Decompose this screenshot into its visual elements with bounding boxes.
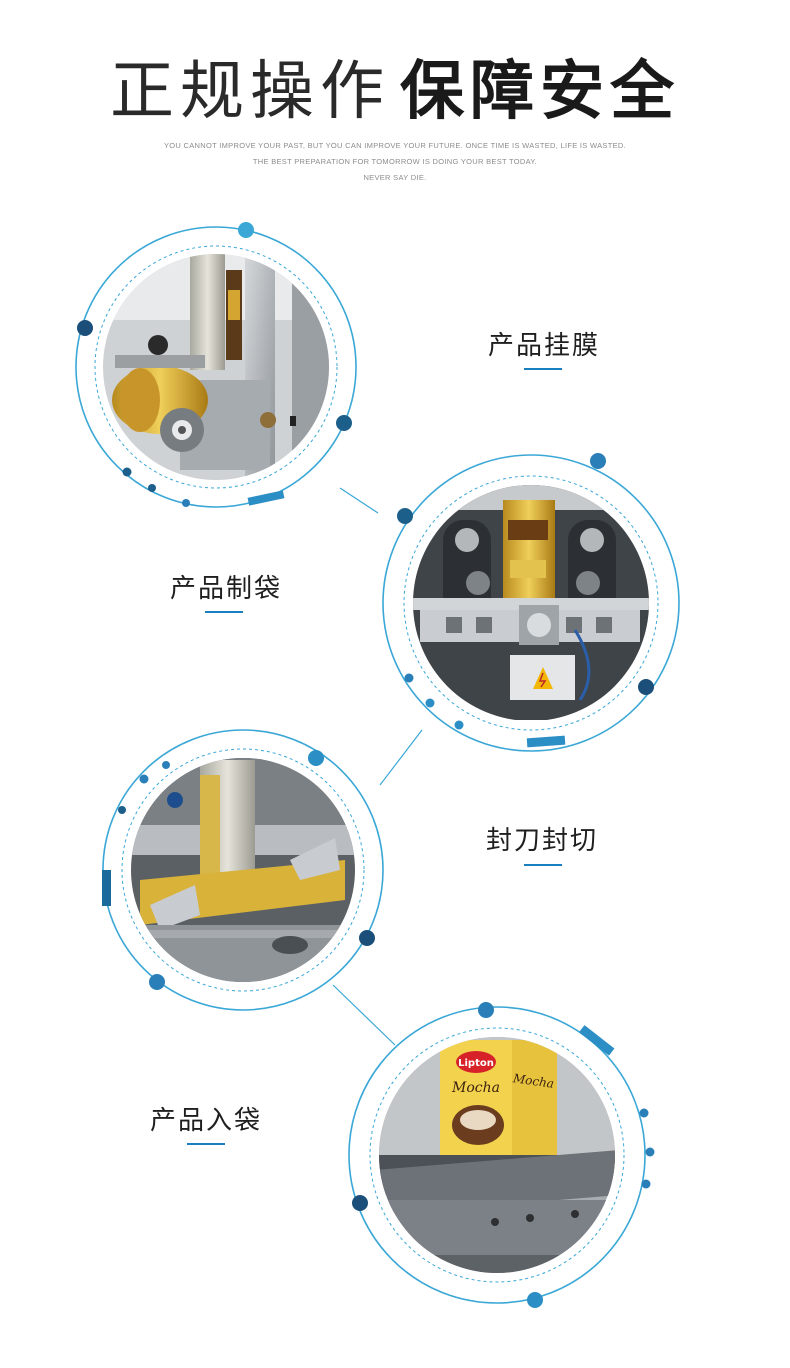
step-3-label: 封刀封切 [486,826,599,856]
step-3-underline [524,864,562,866]
step-3-ring [102,729,384,1011]
subtitle-line-1: YOU CANNOT IMPROVE YOUR PAST, BUT YOU CA… [164,141,626,150]
step-1-ring [75,222,357,508]
subtitle-line-2: THE BEST PREPARATION FOR TOMORROW IS DOI… [252,157,538,166]
page-title: 正规操作保障安全 [0,52,790,132]
step-1-underline [524,368,562,370]
step-2-ring [382,453,680,752]
connector-line [339,487,379,514]
connector-line [379,729,423,786]
step-4-label: 产品入袋 [150,1106,263,1136]
subtitle-line-3: NEVER SAY DIE. [363,173,427,182]
seal-cutter-photo [131,758,355,982]
title-light-part: 正规操作 [110,55,390,129]
title-bold-part: 保障安全 [400,55,680,129]
product-text: Mocha [451,1080,500,1096]
step-2-underline [205,611,243,613]
step-1-label: 产品挂膜 [488,331,601,361]
step-4-ring [348,1002,655,1308]
product-text-2: Mocha [511,1071,555,1091]
step-4-underline [187,1143,225,1145]
connector-line [332,984,396,1046]
bag-forming-photo [413,485,649,720]
film-roll-photo [103,254,329,480]
step-2-label: 产品制袋 [170,574,283,604]
bagging-photo: Lipton Mocha Mocha [379,1037,615,1273]
brand-text: Lipton [458,1058,494,1069]
